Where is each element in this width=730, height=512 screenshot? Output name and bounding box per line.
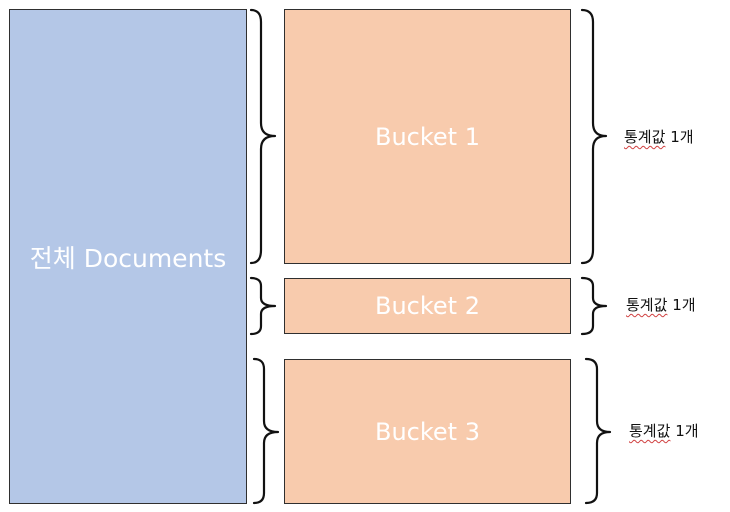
all-documents-box: 전체 Documents <box>9 9 247 504</box>
left-brace-bucket-3 <box>252 357 280 505</box>
bucket-2-label: Bucket 2 <box>375 292 480 320</box>
right-brace-bucket-1 <box>580 8 608 265</box>
right-brace-bucket-2 <box>580 276 608 336</box>
stat-word: 통계값 <box>624 128 666 146</box>
left-brace-bucket-1 <box>249 8 277 265</box>
stat-label-bucket-2: 통계값 1개 <box>626 296 696 314</box>
stat-word: 통계값 <box>629 422 671 440</box>
bucket-1-label: Bucket 1 <box>375 122 480 151</box>
bucket-3-box: Bucket 3 <box>284 359 571 504</box>
stat-label-bucket-1: 통계값 1개 <box>624 128 694 146</box>
all-documents-label: 전체 Documents <box>29 243 227 273</box>
bucket-3-label: Bucket 3 <box>375 417 480 446</box>
bucket-1-box: Bucket 1 <box>284 9 571 264</box>
stat-count: 1개 <box>672 296 696 314</box>
stat-count: 1개 <box>670 128 694 146</box>
left-brace-bucket-2 <box>249 276 277 336</box>
stat-word: 통계값 <box>626 296 668 314</box>
stat-count: 1개 <box>675 422 699 440</box>
stat-label-bucket-3: 통계값 1개 <box>629 422 699 440</box>
right-brace-bucket-3 <box>584 357 612 505</box>
bucket-2-box: Bucket 2 <box>284 278 571 334</box>
